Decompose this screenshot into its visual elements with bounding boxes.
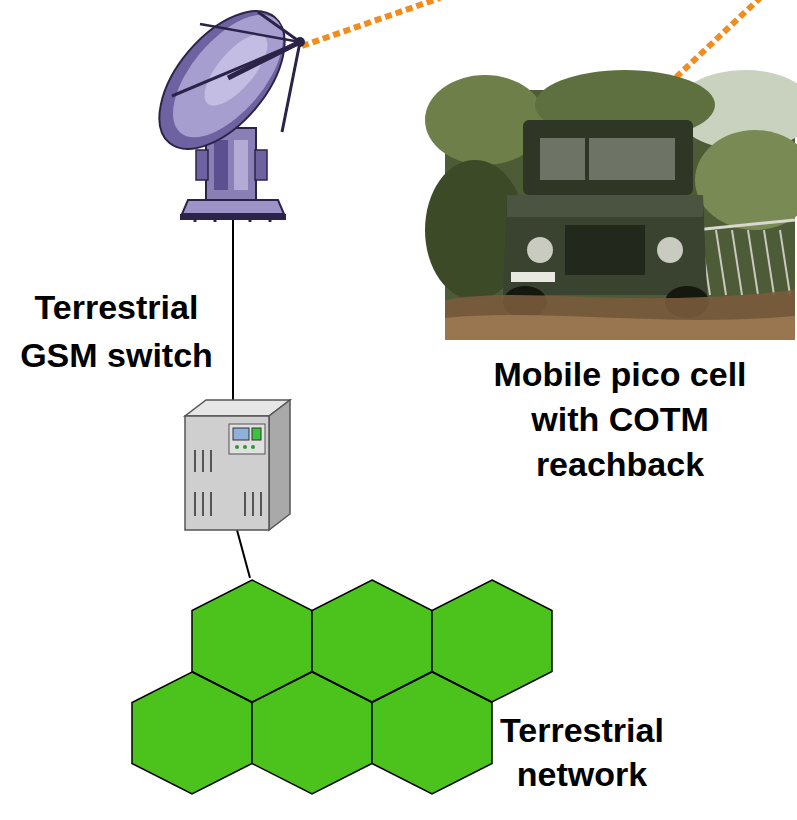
cell-hexagon: [252, 672, 372, 794]
dish-wire: [232, 212, 234, 400]
satellite-link: [302, 0, 440, 46]
connector-line: [237, 530, 250, 578]
cell-hexagons: [130, 578, 560, 800]
dish-reflector: [136, 0, 309, 171]
node-label: Terrestrial GSM switch: [9, 283, 224, 379]
network-node: Terrestrial network: [130, 578, 675, 800]
node-label: Mobile pico cell with COTM reachback: [470, 352, 770, 487]
node-label: Terrestrial network: [492, 708, 672, 796]
vehicle-photo: [445, 90, 795, 340]
pico-cell-node: Mobile pico cell with COTM reachback: [445, 90, 795, 475]
cell-hexagon: [372, 672, 492, 794]
server-icon: [185, 400, 290, 530]
switch-node: Terrestrial GSM switch: [185, 400, 290, 530]
cell-hexagon: [132, 672, 252, 794]
